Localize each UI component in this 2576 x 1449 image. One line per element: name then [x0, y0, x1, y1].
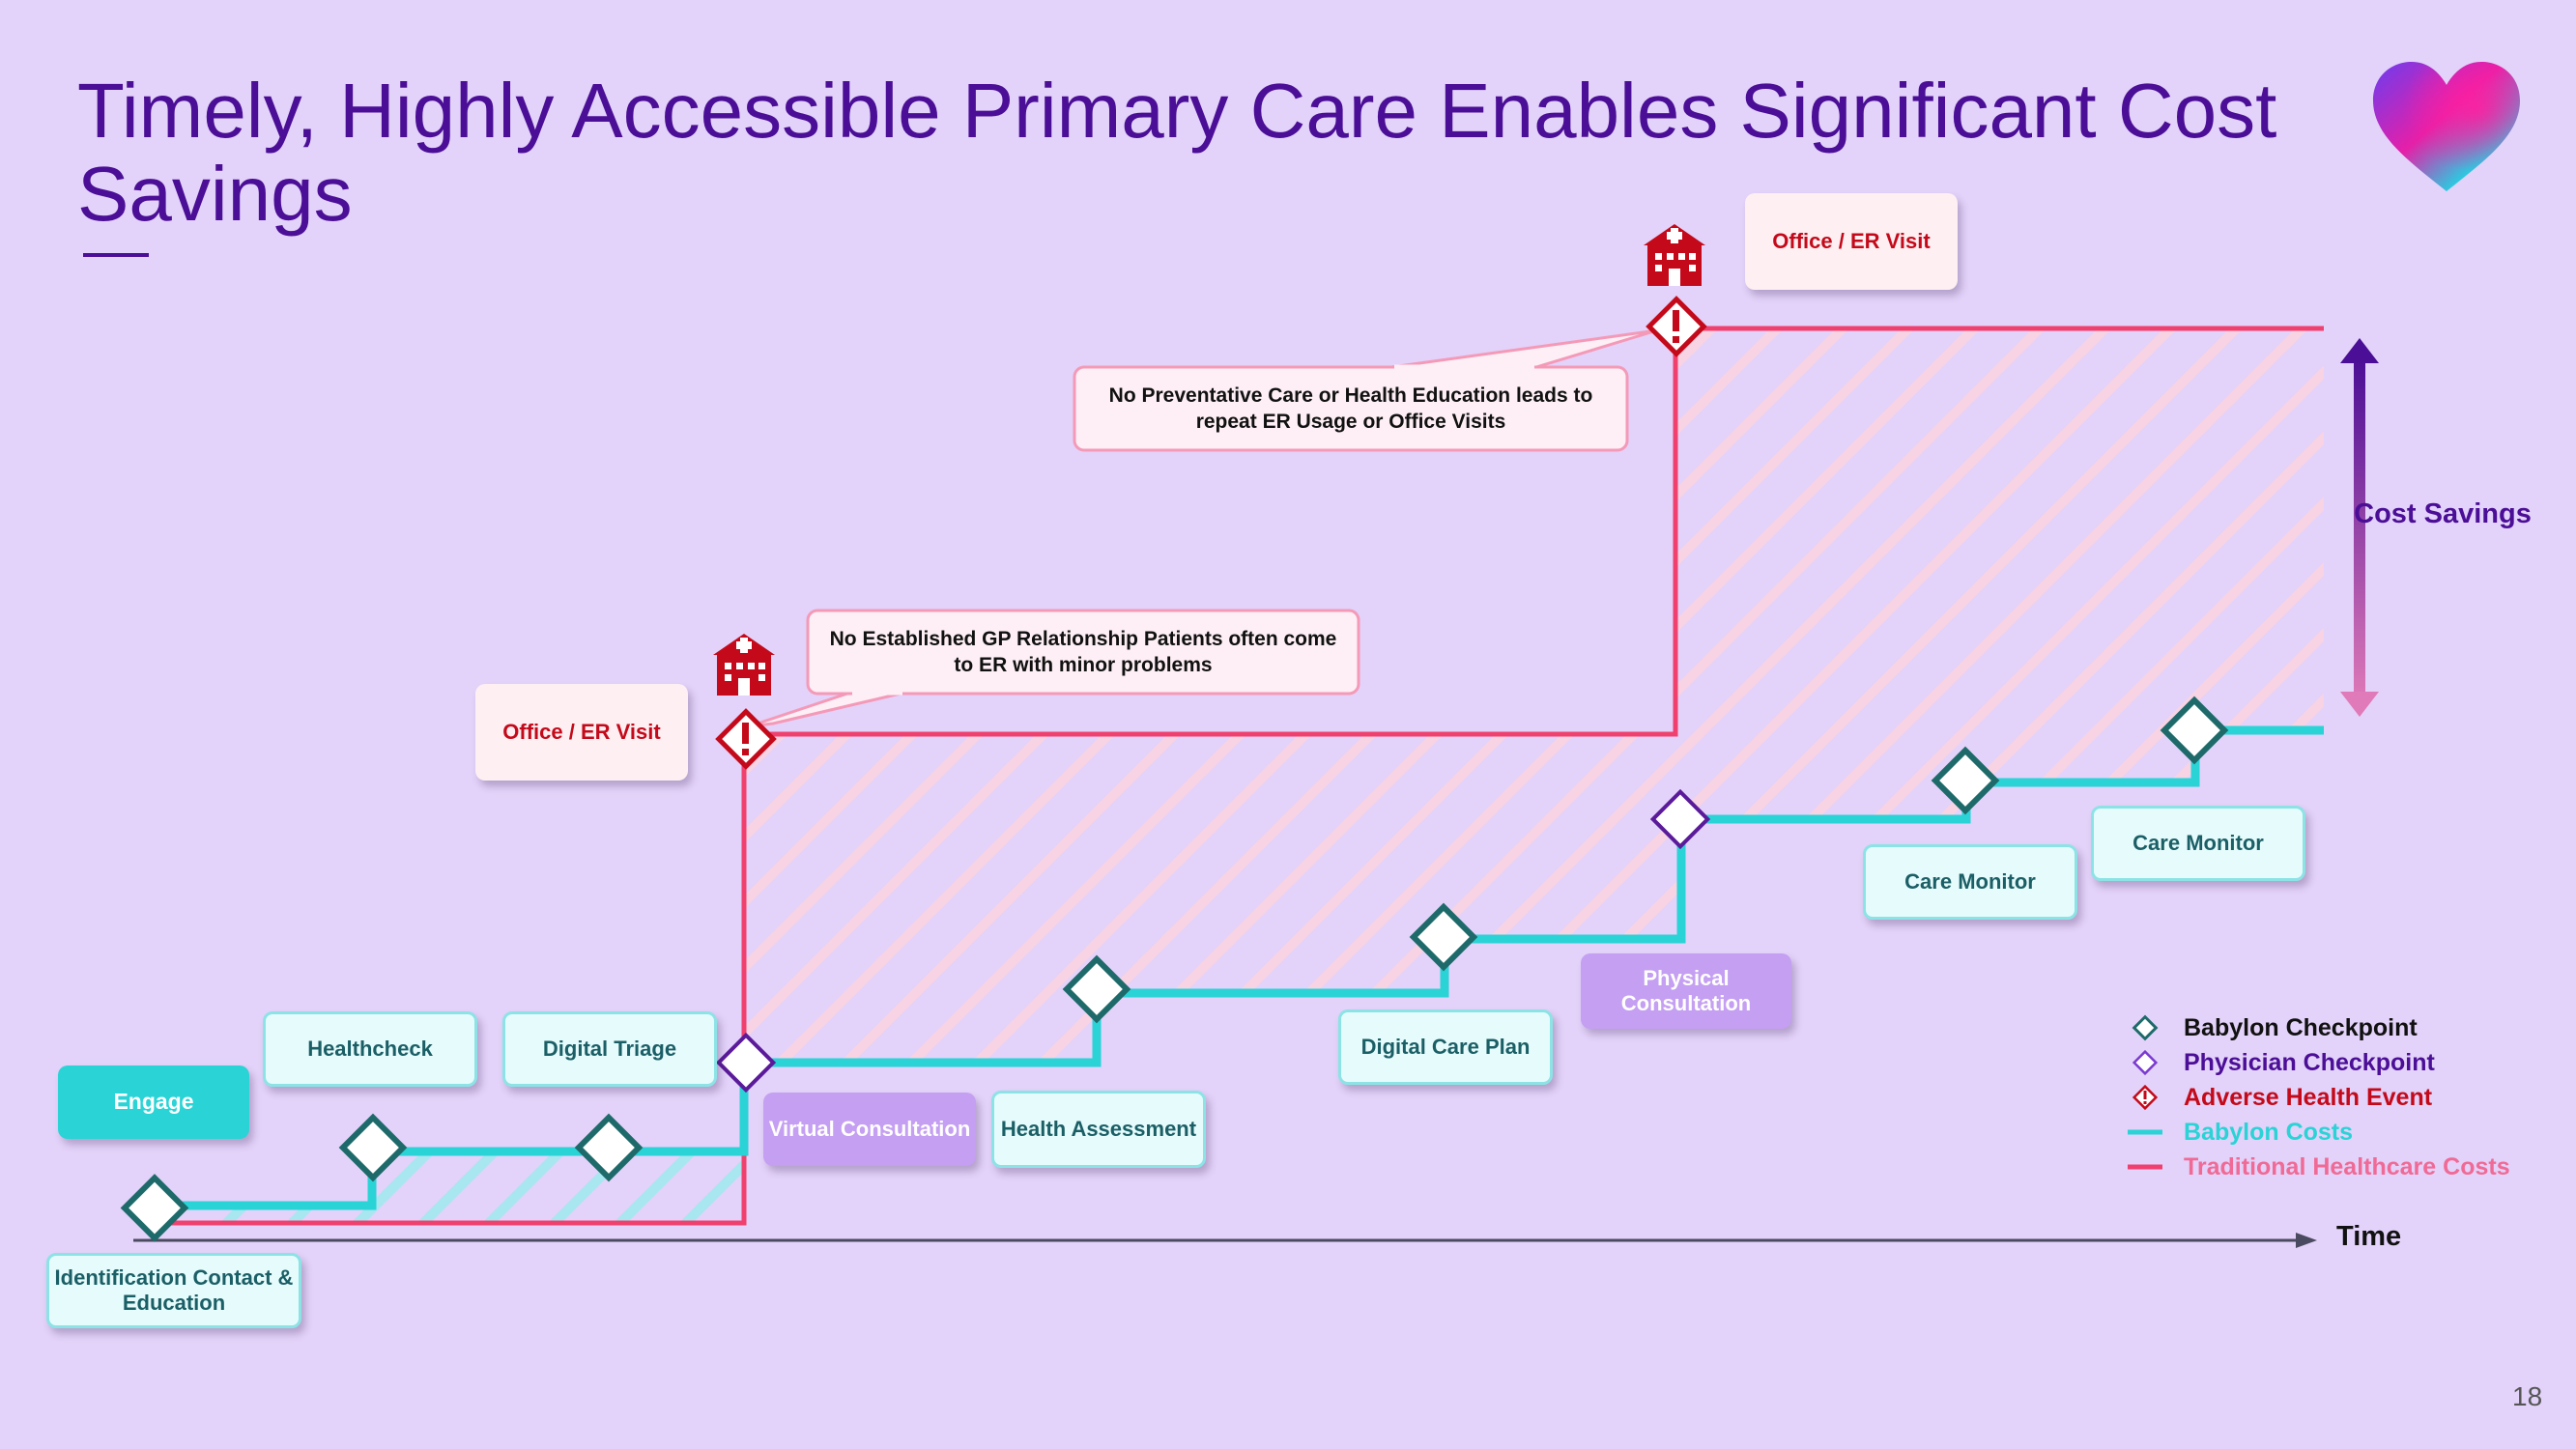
physician-checkpoint-icon: [715, 1032, 777, 1094]
legend-item: Physician Checkpoint: [2126, 1045, 2510, 1080]
traditional-costs-line: [155, 326, 2324, 1226]
babylon-checkpoint-icon: [2132, 1014, 2159, 1041]
early-savings-area: [155, 1151, 744, 1223]
health-assessment-box: Health Assessment: [991, 1091, 1206, 1168]
identification-box: Identification Contact & Education: [46, 1253, 301, 1328]
healthcheck-box: Healthcheck: [263, 1011, 477, 1087]
alert-diamond-icon: [1646, 296, 1707, 357]
cost-savings-arrow: [2340, 338, 2379, 717]
legend-item: Babylon Costs: [2126, 1115, 2510, 1150]
alert-diamond-icon: [715, 708, 777, 770]
babylon-checkpoint-icon: [338, 1113, 408, 1182]
physician-checkpoint-icon: [1649, 788, 1711, 850]
legend: Babylon Checkpoint Physician Checkpoint …: [2126, 1010, 2510, 1184]
hospital-icon: [713, 634, 775, 696]
digital-care-plan-box: Digital Care Plan: [1338, 1009, 1553, 1085]
cost-savings-label: Cost Savings: [2354, 498, 2532, 529]
babylon-checkpoint-icon: [1062, 954, 1131, 1024]
traditional-costs-line-icon: [2128, 1164, 2162, 1170]
hospital-icon: [1644, 224, 1705, 286]
time-axis-label: Time: [2336, 1221, 2402, 1252]
legend-label: Traditional Healthcare Costs: [2184, 1152, 2510, 1180]
babylon-checkpoint-icon: [1931, 746, 2000, 815]
physician-checkpoint-icon: [2132, 1049, 2159, 1076]
care-monitor-box: Care Monitor: [2091, 806, 2305, 881]
legend-label: Babylon Costs: [2184, 1118, 2354, 1146]
er-visit-box: Office / ER Visit: [475, 684, 688, 781]
callout-preventative-care: No Preventative Care or Health Education…: [1108, 384, 1593, 433]
legend-item: Traditional Healthcare Costs: [2126, 1150, 2510, 1184]
babylon-checkpoint-icon: [574, 1113, 644, 1182]
digital-triage-box: Digital Triage: [502, 1011, 717, 1087]
babylon-costs-line-icon: [2128, 1129, 2162, 1135]
babylon-checkpoint-icon: [1409, 902, 1478, 972]
page-number: 18: [2512, 1381, 2543, 1411]
virtual-consultation-box: Virtual Consultation: [763, 1093, 976, 1166]
care-monitor-box: Care Monitor: [1863, 844, 2077, 920]
slide-title: Timely, Highly Accessible Primary Care E…: [77, 68, 2277, 237]
legend-label: Babylon Checkpoint: [2184, 1013, 2418, 1041]
legend-item: Adverse Health Event: [2126, 1080, 2510, 1115]
babylon-checkpoint-icon: [120, 1174, 189, 1242]
callout-2-bubble: [1073, 328, 1658, 452]
title-underline: [83, 253, 149, 257]
heart-logo-icon: [2373, 62, 2520, 191]
time-axis-arrowhead: [2296, 1233, 2317, 1248]
alert-diamond-icon: [2132, 1084, 2159, 1111]
legend-label: Physician Checkpoint: [2184, 1048, 2435, 1076]
callout-gp-relationship: No Established GP Relationship Patients …: [829, 627, 1337, 676]
callout-1-bubble: [748, 609, 1360, 728]
legend-label: Adverse Health Event: [2184, 1083, 2433, 1111]
legend-item: Babylon Checkpoint: [2126, 1010, 2510, 1045]
physical-consultation-box: Physical Consultation: [1581, 953, 1791, 1029]
babylon-checkpoint-icon: [2160, 696, 2229, 765]
engage-box: Engage: [58, 1065, 249, 1139]
er-visit-box: Office / ER Visit: [1745, 193, 1958, 290]
savings-area: [744, 328, 2324, 1063]
